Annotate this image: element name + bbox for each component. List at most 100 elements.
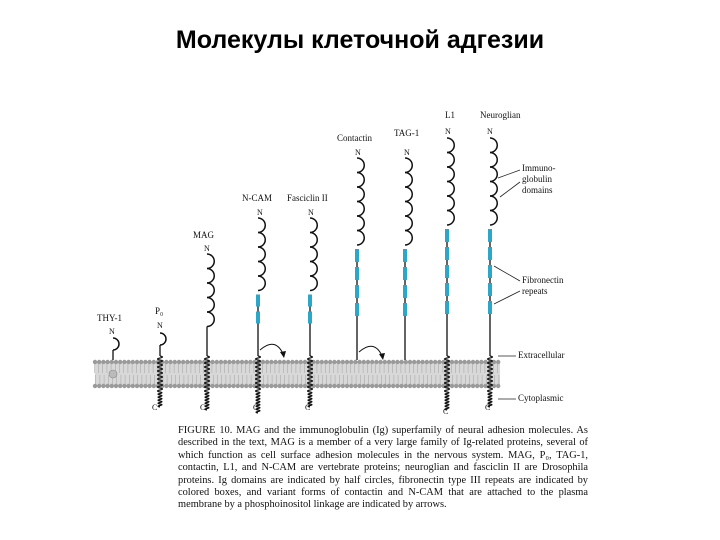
ig-domain <box>489 151 498 168</box>
lipid-head <box>185 359 190 365</box>
n-label-p0: N <box>157 321 163 330</box>
slide-title: Молекулы клеточной адгезии <box>175 26 545 54</box>
l1-transmembrane <box>443 355 451 393</box>
neuroglian-fibronectin-repeats <box>488 229 492 319</box>
ig-domain <box>446 195 455 212</box>
lipid-head <box>105 383 110 389</box>
lipid-head <box>172 359 177 365</box>
lipid-head <box>197 359 203 365</box>
lipid-head <box>462 383 467 389</box>
thy1-ig-domains <box>112 337 120 351</box>
lipid-head <box>294 359 299 365</box>
lipid-head <box>134 359 140 365</box>
ig-domain <box>489 195 498 212</box>
n-label-mag: N <box>204 244 210 253</box>
lipid-head <box>395 383 400 389</box>
lipid-head <box>386 359 392 365</box>
fibronectin-repeat <box>355 285 359 298</box>
fibronectin-label-2: repeats <box>522 286 548 296</box>
lipid-head <box>449 383 455 389</box>
immuno-pointer-2 <box>499 181 521 198</box>
lipid-head <box>92 383 98 389</box>
ig-domain <box>356 200 365 217</box>
label-l1: L1 <box>445 110 455 120</box>
molecules <box>108 137 498 414</box>
ig-domain <box>159 332 167 346</box>
fibronectin-repeat <box>488 265 492 278</box>
lipid-head <box>433 383 438 389</box>
lipid-head <box>349 383 354 389</box>
lipid-head <box>101 359 106 365</box>
lipid-head <box>386 383 392 389</box>
lipid-head <box>420 383 425 389</box>
lipid-head <box>218 359 224 365</box>
immuno-label-3: domains <box>522 185 553 195</box>
thy1-gpi-anchor <box>108 369 118 379</box>
lipid-head <box>126 383 131 389</box>
fibronectin-repeat <box>256 294 260 307</box>
fasciclin-fibronectin-repeats <box>308 294 312 329</box>
lipid-head <box>496 359 501 365</box>
lipid-head <box>470 359 476 365</box>
lipid-head <box>164 359 169 365</box>
fasciclin-cytoplasmic-tail <box>307 391 313 408</box>
lipid-head <box>382 359 387 365</box>
fibronectin-repeat <box>488 247 492 260</box>
fibronectin-repeat <box>403 285 407 298</box>
lipid-head <box>336 359 341 365</box>
fibronectin-repeat <box>488 229 492 242</box>
fasciclin-ig-domains <box>309 217 318 292</box>
lipid-head <box>189 359 194 365</box>
fibronectin-repeat <box>403 249 407 262</box>
ig-domain <box>356 215 365 232</box>
lipid-head <box>391 383 396 389</box>
lipid-head <box>424 359 429 365</box>
lipid-head <box>391 359 396 365</box>
lipid-head <box>97 383 102 389</box>
lipid-head <box>286 359 291 365</box>
lipid-head <box>407 383 413 389</box>
ig-domain <box>356 229 365 246</box>
lipid-head <box>101 383 106 389</box>
lipid-head <box>428 383 434 389</box>
lipid-head <box>462 359 467 365</box>
ncam-gpi-arrowhead <box>280 351 286 358</box>
lipid-head <box>374 359 379 365</box>
label-neuroglian: Neuroglian <box>480 110 521 120</box>
contactin-ig-domains <box>356 157 365 246</box>
lipid-head <box>479 359 484 365</box>
n-label-thy1: N <box>109 327 115 336</box>
fibronectin-pointer-2 <box>493 290 521 305</box>
l1-ig-domains <box>446 137 455 226</box>
lipid-head <box>458 383 463 389</box>
lipid-head <box>466 359 471 365</box>
lipid-head <box>407 359 413 365</box>
lipid-head <box>294 383 299 389</box>
lipid-head <box>231 359 236 365</box>
lipid-head <box>298 359 303 365</box>
lipid-head <box>265 359 270 365</box>
mag-transmembrane <box>203 355 211 393</box>
ig-domain <box>309 246 318 263</box>
lipid-head <box>218 383 224 389</box>
fibronectin-repeat <box>355 303 359 316</box>
lipid-head <box>181 383 186 389</box>
lipid-head <box>273 383 278 389</box>
p0-cytoplasmic-tail <box>157 391 163 408</box>
ncam-ig-domains <box>257 217 266 292</box>
lipid-head <box>302 383 308 389</box>
l1-fibronectin-repeats <box>445 229 449 319</box>
lipid-head <box>118 383 123 389</box>
extracellular-label: Extracellular <box>518 350 564 360</box>
ig-domain <box>446 166 455 183</box>
ig-domain <box>206 282 215 299</box>
lipid-head <box>109 383 115 389</box>
c-label-neuroglian: C <box>485 403 490 412</box>
lipid-head <box>244 359 249 365</box>
figure-caption-text: MAG and the immunoglobulin (Ig) superfam… <box>178 425 588 511</box>
lipid-head <box>210 383 215 389</box>
lipid-head <box>454 359 459 365</box>
neuroglian-ig-domains <box>489 137 498 226</box>
lipid-head <box>126 359 131 365</box>
fibronectin-repeat <box>445 301 449 314</box>
